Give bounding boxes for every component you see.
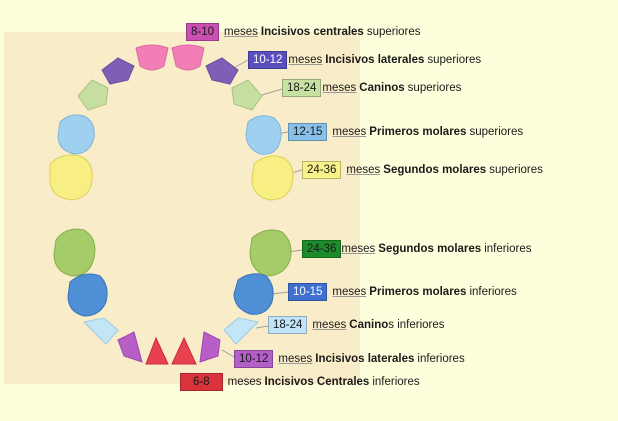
connector-line — [271, 291, 289, 295]
label-upper-first-molars: 12-15 meses Primeros molares superiores — [288, 123, 523, 141]
tooth-position: superiores — [489, 164, 543, 176]
months-word: meses — [332, 126, 367, 138]
range-badge: 10-15 — [288, 283, 328, 301]
months-word: meses — [278, 353, 313, 365]
range-badge: 24-36 — [302, 161, 342, 179]
range-badge: 10-12 — [248, 51, 288, 69]
months-word: meses — [312, 319, 347, 331]
label-lower-first-molars: 10-15 meses Primeros molares inferiores — [288, 283, 517, 301]
tooth-position: superiores — [427, 54, 482, 66]
label-upper-lateral-incisors: 10-12 meses Incisivos laterales superior… — [248, 51, 481, 69]
tooth — [245, 115, 282, 155]
tooth — [101, 57, 135, 85]
tooth-name: Segundos molares — [383, 164, 487, 176]
label-lower-second-molars: 24-36 meses Segundos molares inferiores — [302, 240, 532, 258]
tooth-position: inferiores — [417, 353, 465, 365]
lower-lateral-incisors — [117, 331, 221, 363]
months-word: meses — [227, 376, 262, 388]
label-lower-central-incisors: 6-8 meses Incisivos Centrales inferiores — [180, 373, 420, 391]
months-word: meses — [346, 164, 381, 176]
tooth-position: superiores — [366, 26, 421, 38]
tooth-name: Incisivos centrales — [260, 26, 364, 38]
label-lower-lateral-incisors: 10-12 meses Incisivos laterales inferior… — [234, 350, 465, 368]
range-badge: 10-12 — [234, 350, 274, 368]
tooth-name: Canino — [349, 319, 389, 331]
tooth-name: Primeros molares — [369, 286, 467, 298]
tooth — [231, 79, 263, 111]
tooth-name: Incisivos laterales — [315, 353, 415, 365]
tooth — [233, 273, 274, 315]
tooth-position: inferiores — [372, 376, 420, 388]
upper-second-molars — [49, 154, 294, 201]
tooth — [171, 44, 205, 71]
range-badge: 6-8 — [180, 373, 223, 391]
lower-central-incisors — [145, 336, 197, 365]
tooth — [249, 229, 292, 277]
upper-lateral-incisors — [101, 57, 239, 85]
lower-first-molars — [67, 273, 274, 317]
upper-canines — [77, 79, 263, 111]
months-word: meses — [288, 54, 323, 66]
tooth — [53, 228, 96, 277]
range-badge: 18-24 — [268, 316, 308, 334]
lower-second-molars — [53, 228, 292, 277]
tooth — [135, 44, 169, 71]
connector-line — [221, 349, 237, 359]
range-badge: 8-10 — [186, 23, 220, 41]
months-word: meses — [332, 286, 367, 298]
connector-line — [261, 88, 283, 96]
tooth-name: Segundos molares — [378, 243, 482, 255]
label-upper-canines: 18-24 meses Caninos superiores — [282, 79, 461, 97]
tooth-name: Incisivos Centrales — [264, 376, 370, 388]
range-badge: 12-15 — [288, 123, 328, 141]
range-badge: 18-24 — [282, 79, 322, 97]
tooth — [67, 273, 108, 317]
months-word: meses — [341, 243, 376, 255]
tooth-position: inferiores — [469, 286, 517, 298]
months-word: meses — [224, 26, 258, 38]
tooth-name: Caninos — [359, 82, 405, 94]
tooth — [77, 79, 109, 111]
tooth — [251, 155, 294, 201]
lower-canines — [82, 317, 260, 345]
tooth — [145, 336, 169, 365]
label-lower-canines: 18-24 meses Canino s inferiores — [268, 316, 445, 334]
months-word: meses — [322, 82, 357, 94]
connector-line — [255, 325, 269, 329]
tooth — [117, 331, 143, 363]
range-badge: 24-36 — [302, 240, 342, 258]
tooth — [223, 317, 260, 345]
tooth — [82, 317, 119, 345]
tooth-name: Primeros molares — [369, 126, 467, 138]
tooth-position: superiores — [469, 126, 524, 138]
tooth-position: superiores — [407, 82, 462, 94]
label-upper-second-molars: 24-36 meses Segundos molares superiores — [302, 161, 543, 179]
tooth — [57, 114, 95, 155]
tooth-position: s inferiores — [388, 319, 445, 331]
tooth — [49, 154, 93, 201]
tooth — [171, 336, 197, 365]
tooth — [205, 57, 239, 85]
label-upper-central-incisors: 8-10 meses Incisivos centrales superiore… — [186, 23, 421, 41]
tooth-name: Incisivos laterales — [325, 54, 425, 66]
upper-central-incisors — [135, 44, 205, 71]
tooth — [199, 331, 221, 363]
tooth-position: inferiores — [484, 243, 532, 255]
upper-first-molars — [57, 114, 282, 155]
